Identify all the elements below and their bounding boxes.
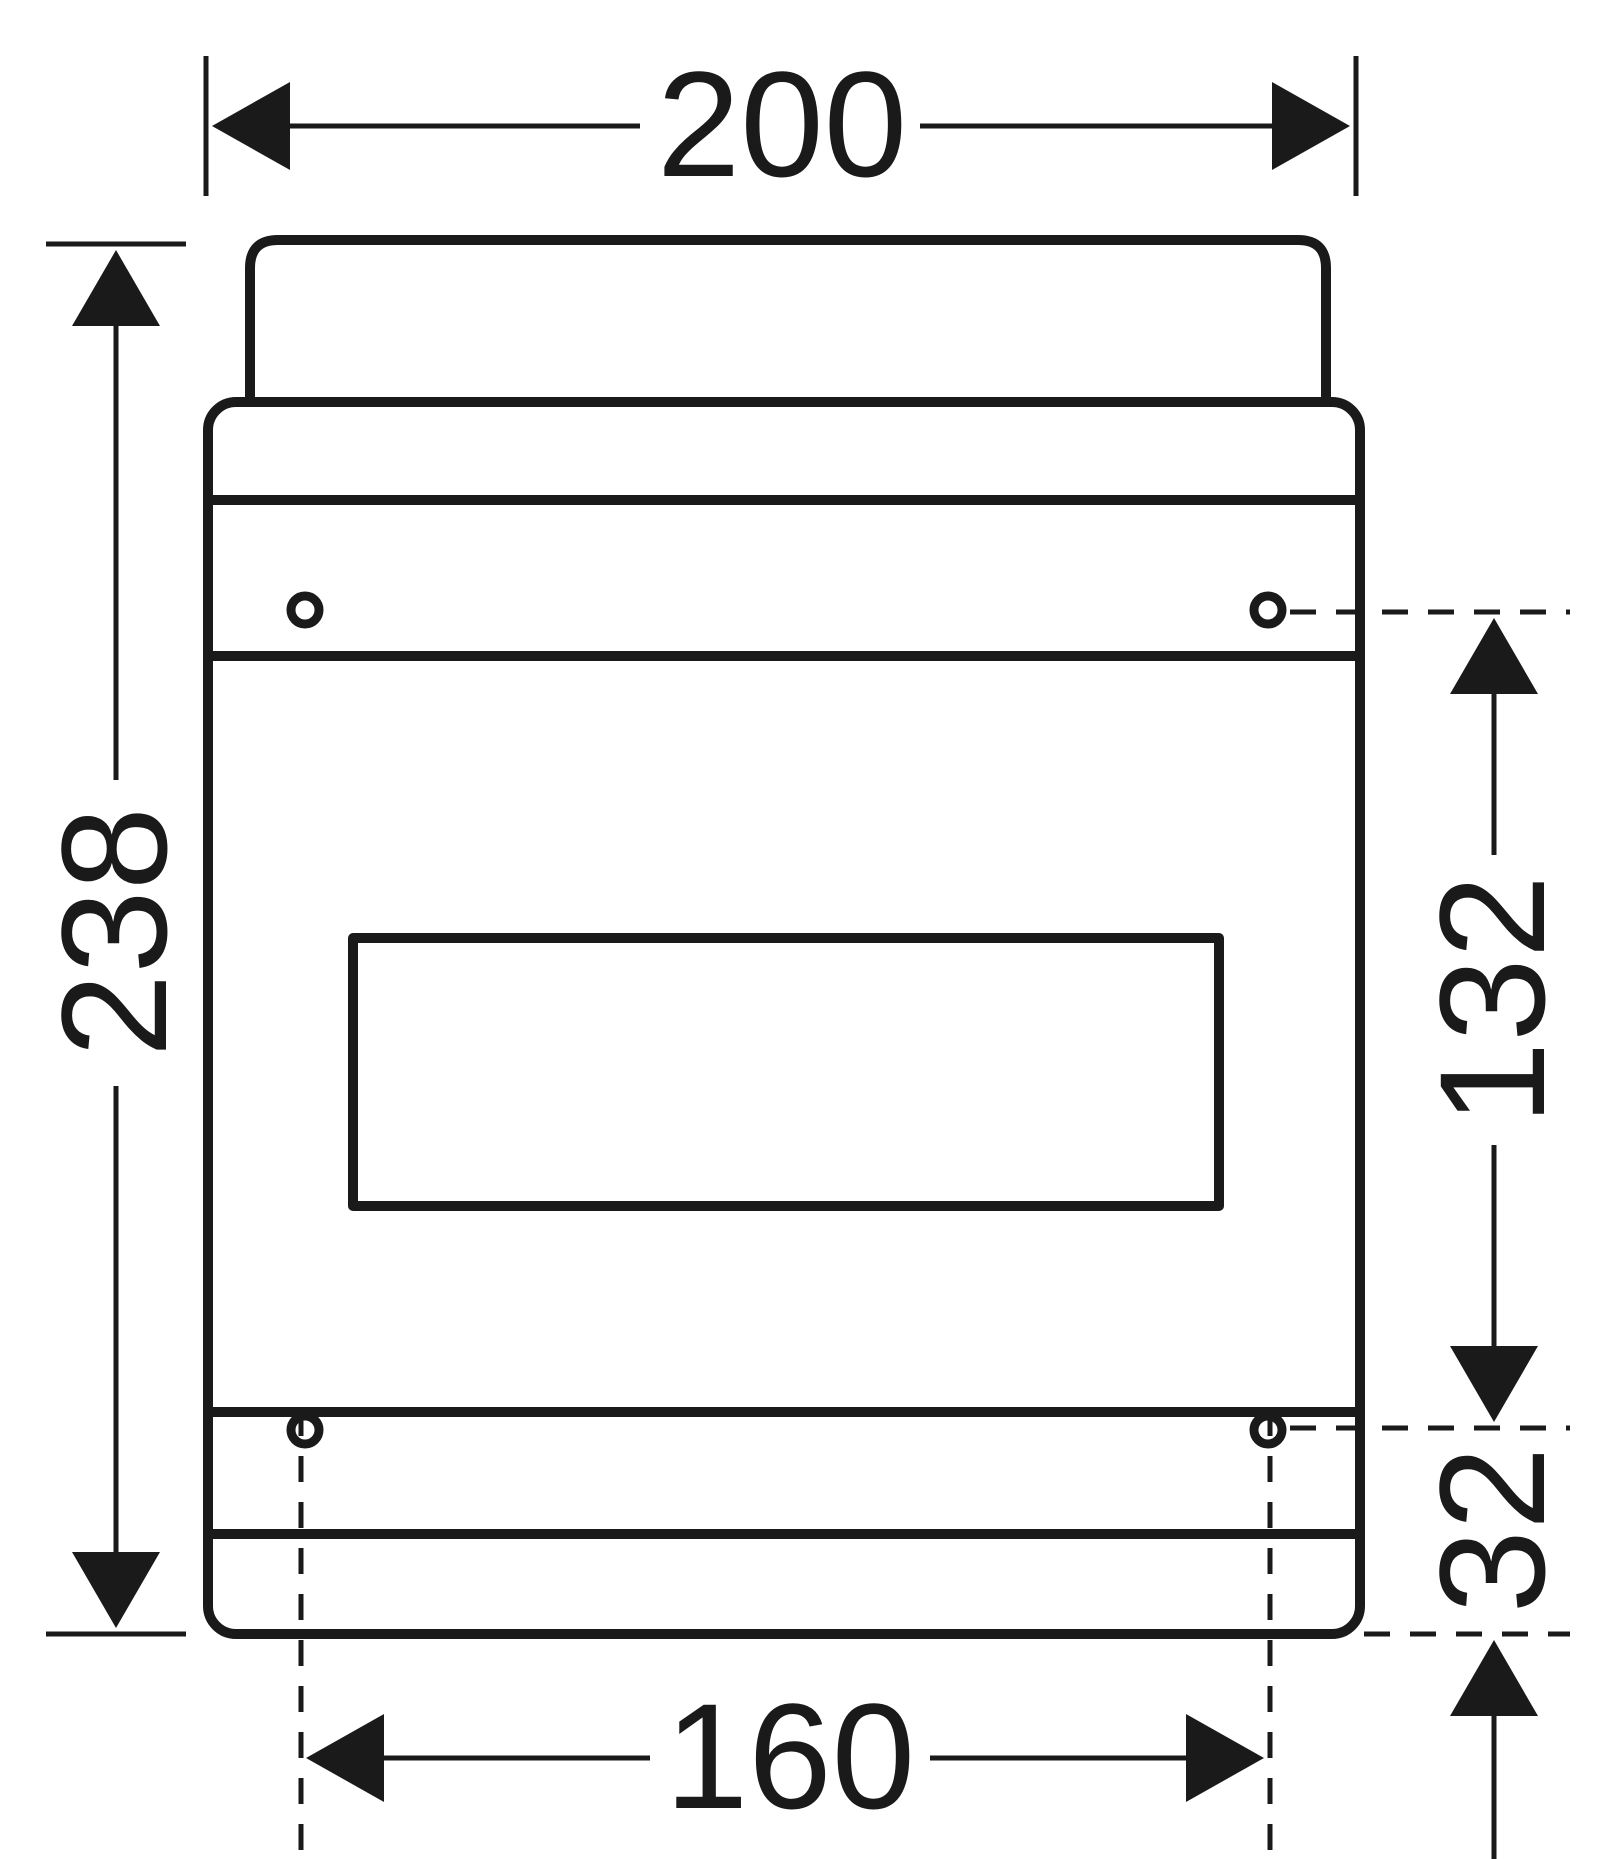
height-arrow-bottom (72, 1552, 160, 1628)
overall-width-label: 200 (657, 40, 907, 208)
dimension-mounting-vertical: 132 (1290, 609, 1576, 1637)
viewing-window (348, 933, 1224, 1211)
enclosure-top-cap (245, 235, 1331, 398)
overall-height-label: 238 (30, 807, 198, 1057)
width-arrow-left (212, 82, 290, 170)
dimension-overall-width: 200 (203, 40, 1359, 208)
mounting-hole-top-right (1249, 591, 1287, 629)
mounting-vertical-arrow-bottom (1450, 1346, 1538, 1422)
width-arrow-right (1272, 82, 1350, 170)
mounting-hole-bottom-left (286, 1411, 324, 1449)
mounting-vertical-label: 132 (1408, 875, 1576, 1125)
mounting-vertical-arrow-top (1450, 618, 1538, 694)
dimension-overall-height: 238 (30, 241, 198, 1637)
height-arrow-top (72, 250, 160, 326)
mounting-horizontal-arrow-right (1186, 1714, 1264, 1802)
dimension-mounting-offset: 32 (1408, 1447, 1576, 1859)
enclosure-main-body (203, 397, 1365, 1639)
dimension-mounting-horizontal: 160 (298, 1410, 1273, 1859)
mounting-offset-label: 32 (1408, 1447, 1576, 1614)
enclosure (203, 235, 1365, 1639)
mounting-offset-arrow (1450, 1640, 1538, 1716)
mounting-holes (286, 591, 1287, 1449)
mounting-horizontal-label: 160 (665, 1672, 915, 1840)
mounting-hole-top-left (286, 591, 324, 629)
mounting-horizontal-arrow-left (306, 1714, 384, 1802)
